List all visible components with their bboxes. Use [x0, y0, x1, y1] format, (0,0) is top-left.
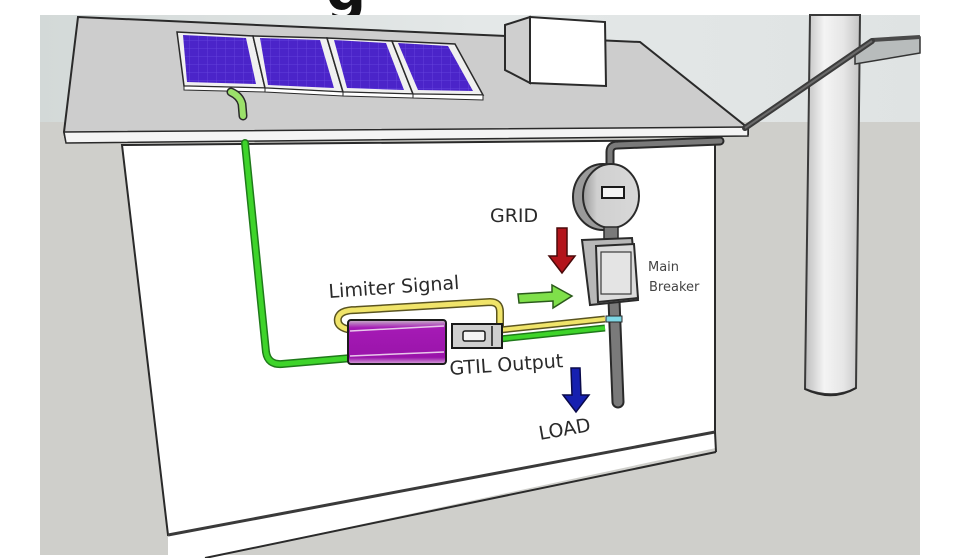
service-drop-wire: [742, 38, 875, 131]
load-conduit: [605, 293, 625, 409]
load-arrow-icon: [561, 367, 591, 414]
solar-panel: [176, 31, 266, 93]
solar-panel: [325, 37, 415, 99]
solar-panel: [390, 40, 485, 101]
dc-conduit: [226, 87, 356, 369]
solar-panel-array: [176, 31, 485, 101]
main-breaker-label-line2: Breaker: [649, 280, 700, 295]
service-conduit: [605, 136, 725, 175]
main-breaker-label-line1: Main: [648, 260, 679, 275]
grid-arrow-icon: [547, 227, 577, 275]
main-breaker-box: [580, 236, 640, 307]
energy-meter: [572, 163, 640, 240]
limiter-unit: [451, 323, 503, 349]
output-wires: [499, 315, 606, 343]
limiter-signal-wire: [333, 297, 504, 334]
grid-label: GRID: [490, 205, 538, 227]
gtil-inverter: [347, 319, 447, 365]
roof-chimney: [504, 15, 608, 88]
utility-pole: [803, 14, 862, 397]
feed-arrow-icon: [517, 283, 574, 310]
